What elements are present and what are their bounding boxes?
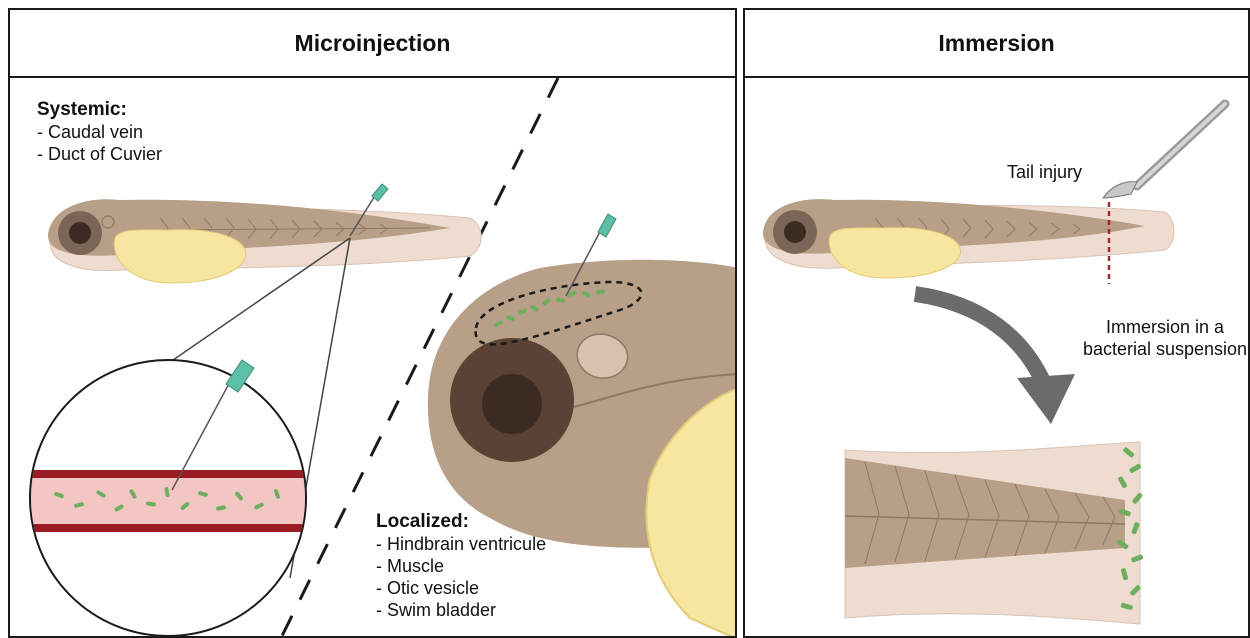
immersion-label: Immersion in a bacterial suspension	[1075, 316, 1250, 360]
otic-vesicle	[577, 334, 627, 378]
localized-item: - Hindbrain ventricule	[376, 534, 546, 554]
immersion-label-line: bacterial suspension	[1083, 339, 1247, 359]
systemic-item: - Duct of Cuvier	[37, 144, 162, 164]
needle-hub-localized	[598, 214, 616, 237]
curved-arrow-icon	[915, 294, 1075, 424]
localized-text: Localized: - Hindbrain ventricule - Musc…	[376, 510, 546, 621]
localized-heading: Localized:	[376, 511, 469, 532]
microinjection-panel: Microinjection	[8, 8, 737, 638]
localized-item: - Muscle	[376, 556, 444, 576]
blood-vessel-lumen	[20, 478, 320, 524]
larva-tail-injury	[763, 199, 1174, 284]
scalpel-icon	[1103, 104, 1225, 198]
immersion-label-line: Immersion in a	[1106, 317, 1224, 337]
microinjection-title: Microinjection	[10, 10, 735, 78]
localized-item: - Otic vesicle	[376, 578, 479, 598]
needle-hub-systemic	[372, 184, 388, 201]
localized-item: - Swim bladder	[376, 600, 496, 620]
immersion-title: Immersion	[745, 10, 1248, 78]
eye-pupil	[482, 374, 542, 434]
larva-whole-systemic	[48, 199, 481, 283]
systemic-text: Systemic: - Caudal vein - Duct of Cuvier	[37, 98, 162, 165]
zoomed-tail	[845, 442, 1144, 624]
immersion-panel: Immersion	[743, 8, 1250, 638]
zoom-circle-vessel	[20, 360, 320, 636]
tail-injury-label: Tail injury	[1007, 161, 1082, 183]
systemic-item: - Caudal vein	[37, 122, 143, 142]
systemic-heading: Systemic:	[37, 99, 127, 120]
